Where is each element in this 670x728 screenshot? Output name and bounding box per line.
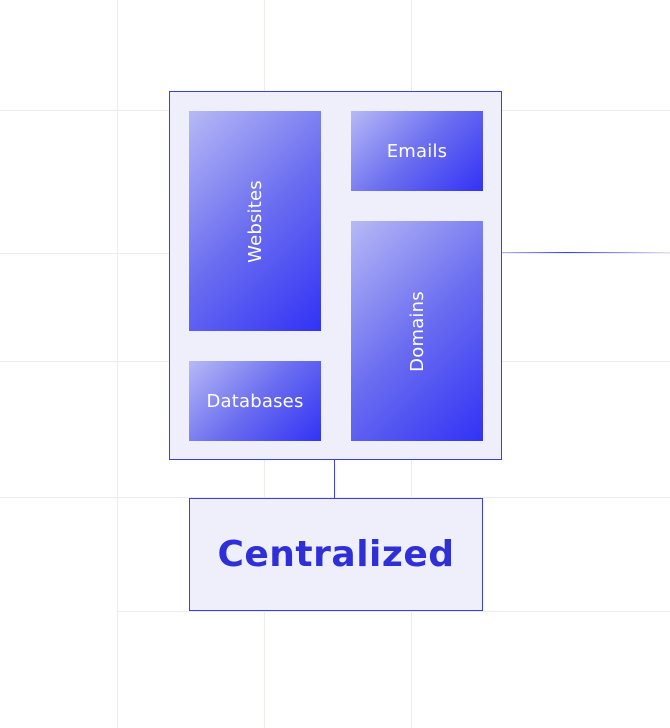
databases-label: Databases [206,390,304,412]
domains-tile: Domains [351,221,483,441]
websites-tile: Websites [189,111,321,331]
connector-line [483,252,670,253]
connector-line [334,460,335,498]
services-panel: Websites Emails Domains Databases [169,91,502,460]
websites-label: Websites [244,179,266,263]
grid-line [117,611,670,612]
grid-line [0,497,670,498]
centralized-label-box: Centralized [189,498,483,611]
databases-tile: Databases [189,361,321,441]
emails-label: Emails [386,140,448,162]
centralized-label: Centralized [217,534,455,575]
emails-tile: Emails [351,111,483,191]
grid-line [117,0,118,728]
domains-label: Domains [406,290,428,372]
